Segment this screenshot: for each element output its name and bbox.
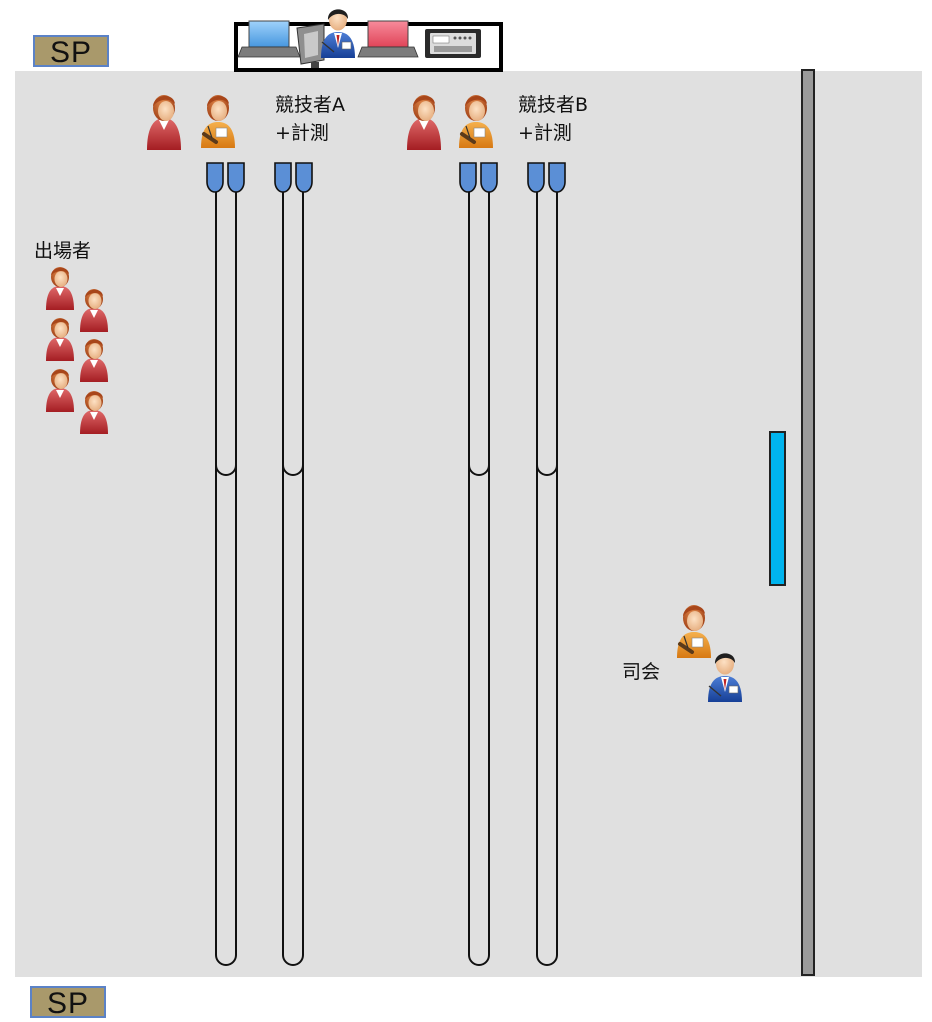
competitor-b-icon xyxy=(407,95,441,150)
lane-loops xyxy=(215,190,558,966)
competitor-a-label: 競技者A +計測 xyxy=(275,91,345,147)
competitor-b-line1: 競技者B xyxy=(518,94,589,116)
speaker-top-label: SP xyxy=(49,36,93,69)
participants-label: 出場者 xyxy=(34,240,92,262)
lanes-a xyxy=(215,204,304,476)
mixer-console-icon xyxy=(425,29,481,58)
competitor-a-line2: +計測 xyxy=(275,122,329,144)
mc-assistant-icon xyxy=(675,603,713,660)
lane-caps xyxy=(206,162,566,193)
competitor-b-line2: +計測 xyxy=(518,122,572,144)
speaker-bottom: SP xyxy=(30,986,106,1020)
operator-workstation-icon xyxy=(296,8,356,68)
side-wall xyxy=(801,69,815,976)
lanes-b xyxy=(468,204,558,476)
timekeeper-b-icon xyxy=(457,93,495,150)
participants-group xyxy=(46,267,108,434)
display-screen xyxy=(769,431,786,586)
timekeeper-a-icon xyxy=(199,93,237,150)
laptop-red-icon xyxy=(357,20,419,58)
competitor-a-line1: 競技者A xyxy=(275,94,345,116)
laptop-blue-icon xyxy=(237,20,301,58)
competitor-b-label: 競技者B +計測 xyxy=(518,91,588,147)
competitor-a-icon xyxy=(147,95,181,150)
speaker-top: SP xyxy=(33,35,109,69)
mc-icon xyxy=(707,652,743,703)
mc-label: 司会 xyxy=(622,661,661,683)
speaker-bottom-label: SP xyxy=(46,987,90,1020)
